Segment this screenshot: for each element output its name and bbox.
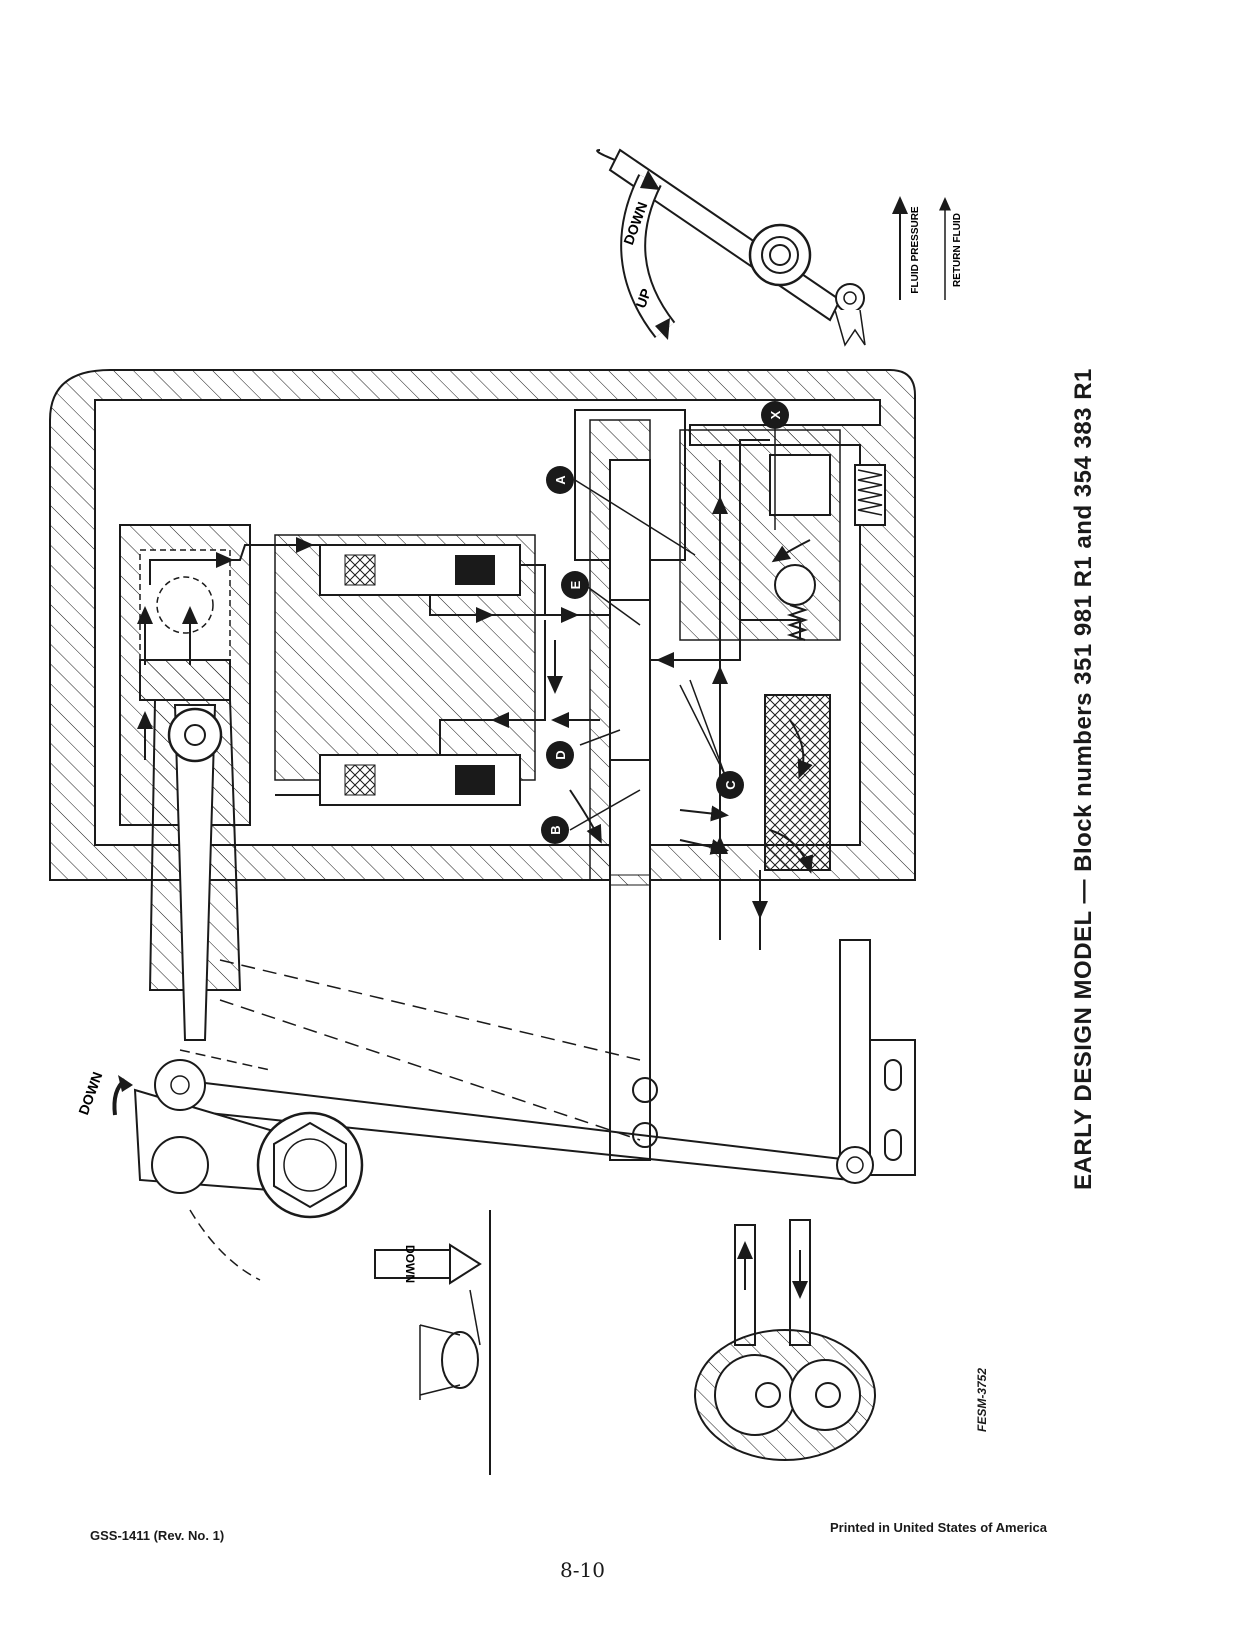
callout-x: X bbox=[761, 401, 789, 429]
down-box-label: DOWN bbox=[403, 1245, 417, 1283]
lever-assembly: UP DOWN bbox=[596, 148, 866, 347]
callouts: A B C D E X bbox=[541, 401, 789, 844]
down-arrow-box: DOWN bbox=[374, 1243, 482, 1285]
figure-code: FESM-3752 bbox=[975, 1367, 989, 1433]
gear-pump bbox=[694, 1219, 876, 1461]
right-bracket bbox=[836, 939, 916, 1184]
callout-c-label: C bbox=[723, 780, 738, 790]
callout-c: C bbox=[716, 771, 744, 799]
callout-d: D bbox=[546, 741, 574, 769]
hex-nut bbox=[256, 1111, 364, 1219]
page-number: 8-10 bbox=[560, 1558, 605, 1582]
lever-up-label: UP bbox=[632, 286, 654, 310]
housing-block bbox=[49, 369, 916, 881]
callout-x-label: X bbox=[768, 410, 783, 419]
callout-a: A bbox=[546, 466, 574, 494]
callout-e: E bbox=[561, 571, 589, 599]
relief-valve bbox=[769, 454, 886, 641]
legend-pressure-label: FLUID PRESSURE bbox=[910, 206, 921, 294]
lower-valve bbox=[319, 754, 521, 806]
printed-notice: Printed in United States of America bbox=[830, 1520, 1047, 1535]
filter-element bbox=[764, 694, 831, 871]
implement-sketch bbox=[419, 1210, 491, 1475]
lever-direction-label: DOWN bbox=[75, 1070, 105, 1117]
diagram-title: EARLY DESIGN MODEL — Block numbers 351 9… bbox=[1070, 368, 1097, 1190]
piston-rod bbox=[148, 699, 242, 1041]
lever-down-indicator: DOWN bbox=[75, 1070, 133, 1117]
flow-arrows bbox=[137, 496, 814, 919]
legend bbox=[892, 196, 951, 300]
form-number: GSS-1411 (Rev. No. 1) bbox=[90, 1528, 225, 1543]
callout-b-label: B bbox=[548, 825, 563, 834]
callout-a-label: A bbox=[553, 475, 568, 485]
callout-e-label: E bbox=[568, 580, 583, 589]
callout-d-label: D bbox=[553, 750, 568, 759]
legend-return-label: RETURN FLUID bbox=[952, 213, 963, 287]
upper-valve bbox=[319, 544, 521, 596]
control-spool bbox=[609, 459, 651, 1161]
callout-b: B bbox=[541, 816, 569, 844]
